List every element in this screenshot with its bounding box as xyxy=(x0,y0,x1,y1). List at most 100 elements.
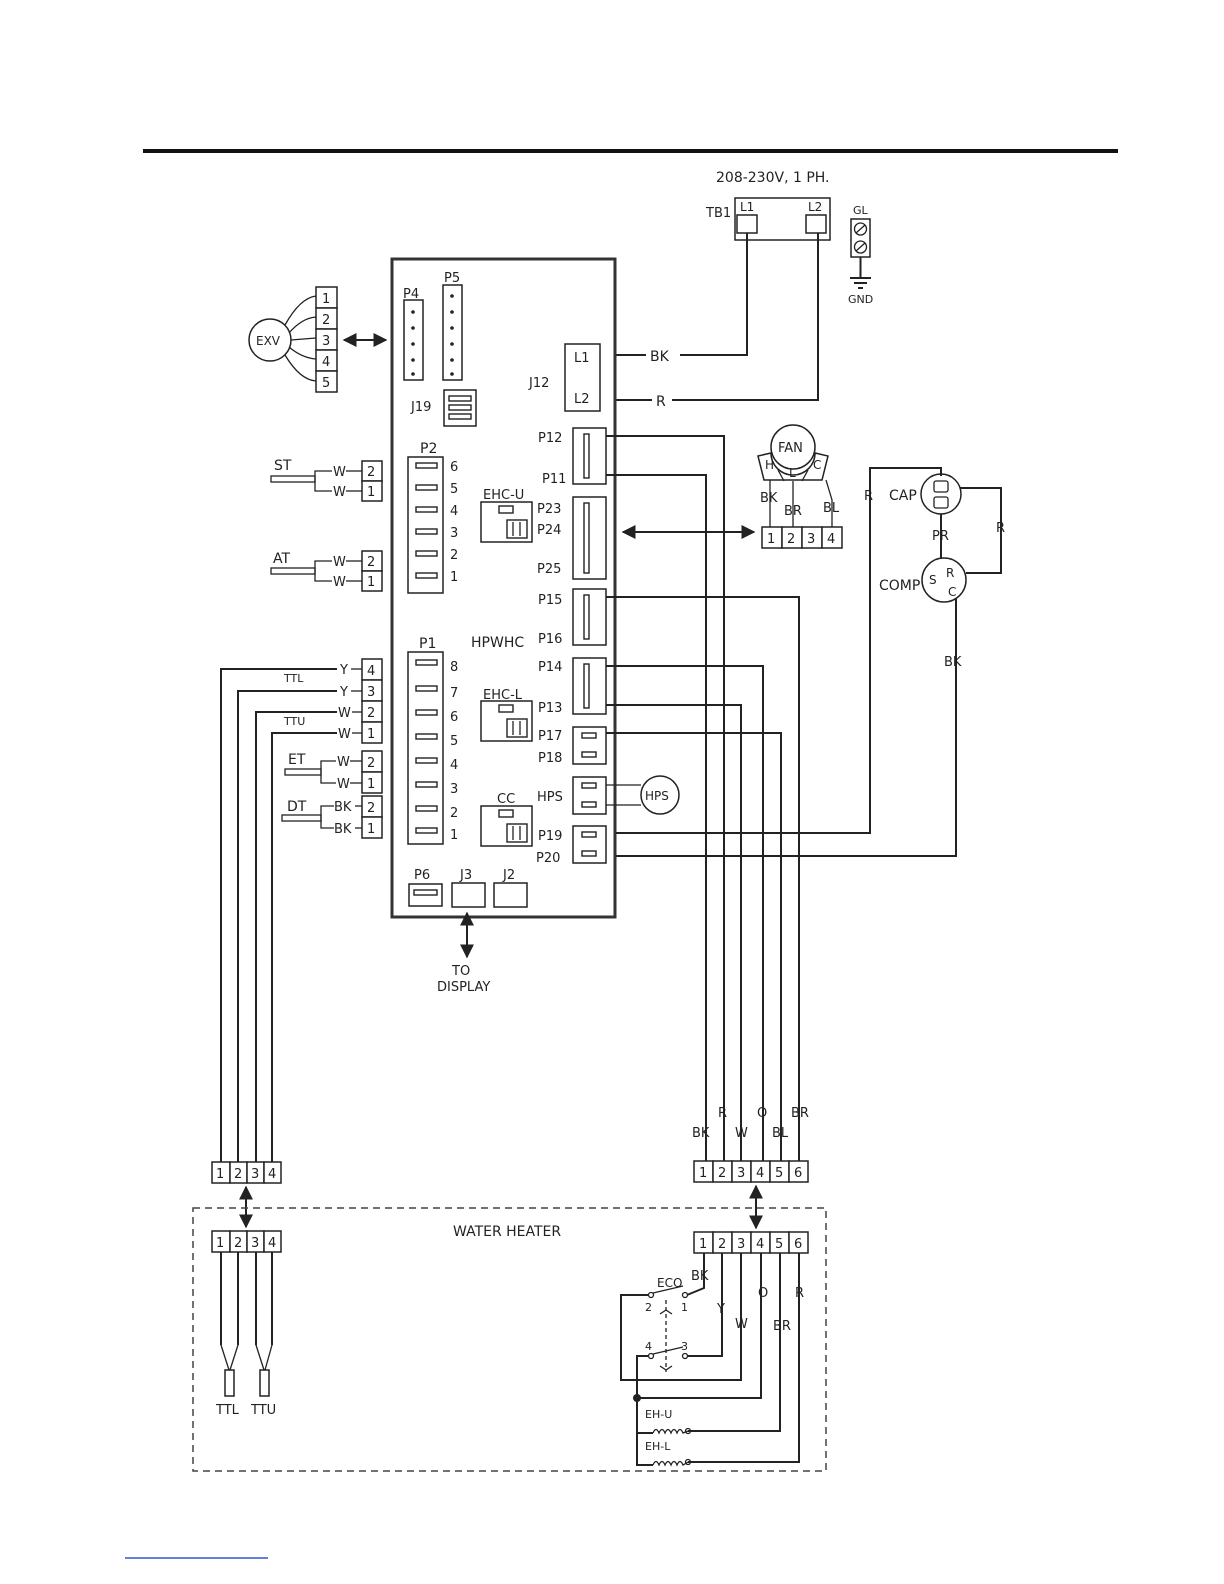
eco-terminal-label: 3 xyxy=(681,1340,688,1353)
sensor-pin-label: 2 xyxy=(367,801,375,816)
exv-pin-box xyxy=(315,370,338,393)
p17-label: P17 xyxy=(538,729,562,744)
et-sensor: ET W W 2 1 xyxy=(284,750,383,794)
et-wire-label: W xyxy=(337,755,350,770)
wh-wire-y-label: Y xyxy=(716,1302,725,1317)
exv-label: EXV xyxy=(256,334,281,348)
j3-label: J3 xyxy=(459,868,472,883)
eco-terminal-label: 2 xyxy=(645,1301,652,1314)
p13-label: P13 xyxy=(538,701,562,716)
p1-pin-label: 1 xyxy=(450,828,458,843)
hps-port-label: HPS xyxy=(537,790,563,805)
fan-circle xyxy=(770,424,816,470)
compressor xyxy=(921,557,967,603)
wh-right-pin-label: 5 xyxy=(775,1237,783,1252)
left-plug-pin-label: 4 xyxy=(268,1167,276,1182)
p5-connector xyxy=(442,284,463,381)
supply-voltage-label: 208-230V, 1 PH. xyxy=(716,170,830,186)
ground-lug xyxy=(850,218,871,258)
p24-label: P24 xyxy=(537,523,561,538)
harness-wire-bk-label: BK xyxy=(692,1126,710,1141)
st-wire-label: W xyxy=(333,465,346,480)
ground-lug-label: GL xyxy=(853,204,869,217)
st-wire-label: W xyxy=(333,485,346,500)
ehc-u-label: EHC-U xyxy=(483,488,524,503)
fan-pin-label: 1 xyxy=(767,532,775,547)
sensor-pin-label: 2 xyxy=(367,756,375,771)
left-plug-pin-label: 2 xyxy=(234,1167,242,1182)
st-sensor: ST W W 2 1 xyxy=(270,458,383,502)
tank-wire-y: Y xyxy=(339,685,348,700)
p19-label: P19 xyxy=(538,829,562,844)
wh-wire-o-label: O xyxy=(758,1286,768,1301)
wh-right-pin-label: 2 xyxy=(718,1237,726,1252)
comp-label: COMP xyxy=(879,578,920,594)
fan-pin-label: 2 xyxy=(787,532,795,547)
comp-wire-bk-label: BK xyxy=(944,655,962,670)
exv-pin-label: 2 xyxy=(322,313,330,328)
left-plug-pin-label: 3 xyxy=(251,1167,259,1182)
p20-label: P20 xyxy=(536,851,560,866)
ground-screw-icon xyxy=(853,222,868,236)
j12-l1-label: L1 xyxy=(574,351,590,366)
j12-connector xyxy=(564,343,601,412)
water-heater-title: WATER HEATER xyxy=(453,1224,561,1240)
to-display-label: TO xyxy=(451,964,470,979)
harness-wire-r-label: R xyxy=(718,1106,727,1121)
sensor-pin-label: 2 xyxy=(367,465,375,480)
p2-slots xyxy=(415,462,438,579)
tank-wire-w: W xyxy=(338,706,351,721)
right-plug-pin-label: 4 xyxy=(756,1166,764,1181)
exv-pin-label: 5 xyxy=(322,376,330,391)
p1-slots xyxy=(415,659,438,834)
wh-right-pin-label: 6 xyxy=(794,1237,802,1252)
p1-connector xyxy=(407,651,444,845)
control-board: HPWHC P4 P5 J19 J12 L1 L2 P2 6 5 4 xyxy=(390,257,617,919)
right-plug-pin-label: 2 xyxy=(718,1166,726,1181)
eco-terminal-label: 4 xyxy=(645,1340,652,1353)
p2-label: P2 xyxy=(420,441,437,457)
compressor-circuit: CAP COMP S R C R R PR BK xyxy=(616,467,1005,857)
hps-switch: HPS xyxy=(606,775,680,815)
hps-circle xyxy=(640,775,680,815)
comp-wire-pr-label: PR xyxy=(932,529,949,544)
wh-left-pin-label: 1 xyxy=(216,1236,224,1251)
harness-wire-w-label: W xyxy=(735,1126,748,1141)
p2-pin-label: 3 xyxy=(450,526,458,541)
wh-right-pin-label: 1 xyxy=(699,1237,707,1252)
p1-label: P1 xyxy=(419,636,436,652)
comp-r-label: R xyxy=(946,566,954,580)
p18-label: P18 xyxy=(538,751,562,766)
comp-wire-r-label: R xyxy=(996,521,1005,536)
p2-pin-label: 6 xyxy=(450,460,458,475)
j12-wire-r-label: R xyxy=(656,394,666,410)
p1-pin-label: 2 xyxy=(450,806,458,821)
comp-c-label: C xyxy=(948,585,956,599)
fan-motor: FAN H L C BK BR BL 1 2 3 4 xyxy=(757,424,843,549)
right-plug-pin-label: 1 xyxy=(699,1166,707,1181)
p16-label: P16 xyxy=(538,632,562,647)
wh-right-pin-label: 4 xyxy=(756,1237,764,1252)
right-harness-wiring: BK R W O BL BR xyxy=(606,435,809,1162)
right-plug-pin-label: 6 xyxy=(794,1166,802,1181)
at-wire-label: W xyxy=(333,555,346,570)
ehc-l-label: EHC-L xyxy=(483,688,523,703)
p1-pin-label: 4 xyxy=(450,758,458,773)
sensor-pin-label: 2 xyxy=(367,706,375,721)
sensor-pin-label: 1 xyxy=(367,777,375,792)
power-supply: 208-230V, 1 PH. TB1 L1 L2 GL GND xyxy=(705,170,873,306)
p2-pin-label: 2 xyxy=(450,548,458,563)
p5-label: P5 xyxy=(444,271,460,286)
j12-l2-label: L2 xyxy=(574,392,590,407)
et-wire-label: W xyxy=(337,777,350,792)
harness-wire-o-label: O xyxy=(757,1106,767,1121)
left-harness-wiring xyxy=(220,668,337,1162)
dt-sensor: DT BK BK 2 1 xyxy=(281,795,383,839)
tb1-l1-terminal xyxy=(736,214,758,234)
eco-terminal-label: 1 xyxy=(681,1301,688,1314)
fan-label: FAN xyxy=(778,441,803,456)
p23-label: P23 xyxy=(537,502,561,517)
left-harness-plug: 1 2 3 4 xyxy=(211,1161,282,1184)
p4-connector xyxy=(403,299,424,381)
